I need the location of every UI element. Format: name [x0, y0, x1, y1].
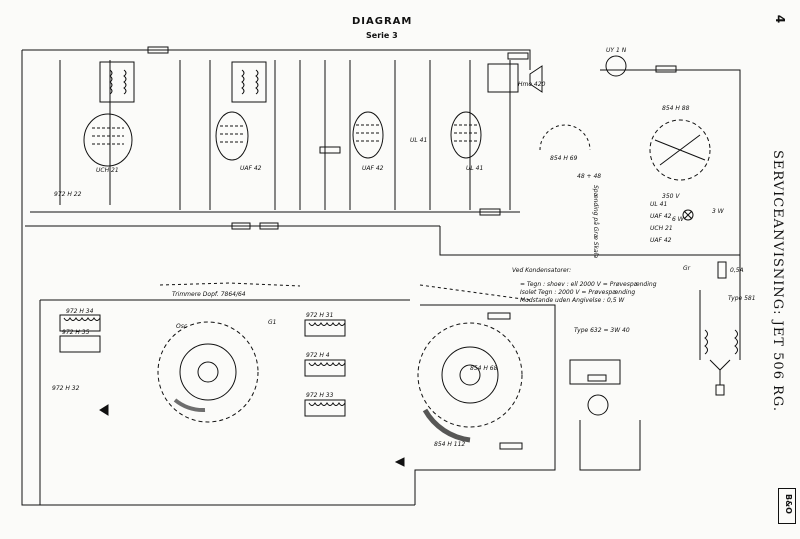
lamp-label-4: UAF 42: [650, 237, 672, 244]
lamp-label-2: UAF 42: [650, 213, 672, 220]
speaker-label: Hmo 420: [518, 81, 546, 88]
switch-label-tone: 854 H 69: [550, 155, 578, 162]
dial-note: Spænding på Græ Skala: [592, 185, 599, 258]
tube-label-rectifier: UY 1 N: [606, 47, 627, 54]
tube-label-converter: UCH 21: [96, 167, 119, 174]
legend-line-2: Isolet Tegn : 2000 V = Prøvespænding: [520, 289, 635, 296]
legend-line-3: Modstande uden Angivelse : 0,5 W: [520, 297, 625, 304]
coil-label-aerial2: 972 H 35: [62, 329, 90, 336]
coil-label-sw2: 972 H 4: [306, 352, 330, 359]
coil-label-aerial3: 972 H 32: [52, 385, 80, 392]
misc-label-3: 6 W: [672, 216, 685, 223]
coil-label-aerial1: 972 H 34: [66, 308, 94, 315]
misc-label-4: 48 + 48: [577, 173, 601, 180]
diagram-subtitle: Serie 3: [366, 31, 398, 40]
tube-label-if-amp: UAF 42: [240, 165, 262, 172]
tube-label-audio-pre: UAF 42: [362, 165, 384, 172]
lamp-label-3: UCH 21: [650, 225, 673, 232]
coil-label-sw1: 972 H 31: [306, 312, 333, 319]
legend-title: Ved Kondensatorer:: [512, 267, 571, 274]
misc-label-5: 350 V: [662, 193, 680, 200]
legend-line-1: = Tegn : shoev : ell 2000 V = Prøvespænd…: [520, 281, 657, 288]
osc-label: Osc: [176, 323, 188, 330]
misc-label-2: 3 W: [712, 208, 725, 215]
bo-logo: B&O: [778, 488, 796, 524]
voltage-label: Type 632 = 3W 40: [574, 327, 630, 334]
tube-label-output: UL 41: [466, 165, 483, 172]
switch-label-band2: 854 H 112: [434, 441, 465, 448]
coil-label-sw3: 972 H 33: [306, 392, 334, 399]
trimmer-note: Trimmere Dopf. 7864/64: [172, 291, 246, 298]
gr-label: Gr: [683, 265, 691, 272]
lamp-label-1: UL 41: [650, 201, 667, 208]
coil-label-osc: 972 H 22: [54, 191, 82, 198]
fuse-label: 0,5A: [730, 267, 744, 274]
switch-label-band: 854 H 68: [470, 365, 498, 372]
mains-label: Type 581: [728, 295, 756, 302]
diagram-title: DIAGRAM: [352, 16, 413, 27]
misc-label-1: UL 41: [410, 137, 427, 144]
g1-label: G1: [268, 319, 276, 326]
switch-label-main: 854 H 88: [662, 105, 690, 112]
